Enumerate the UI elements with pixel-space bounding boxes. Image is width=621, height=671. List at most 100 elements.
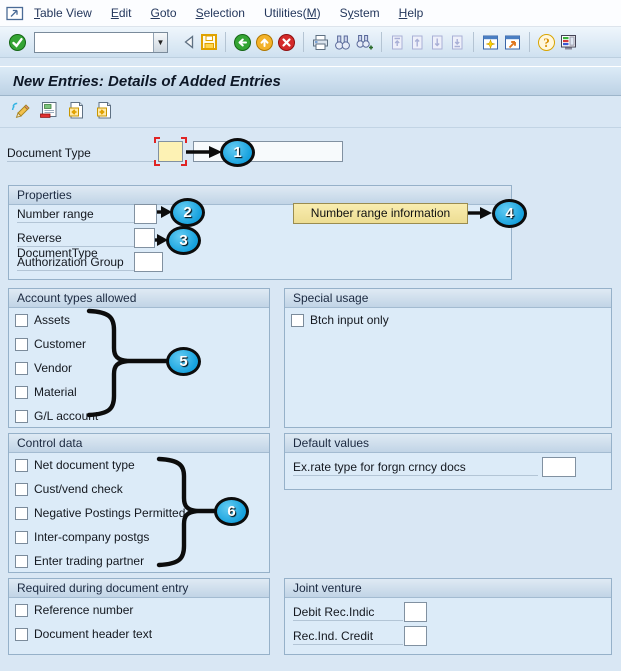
checkbox-row: Assets	[15, 313, 70, 327]
checkbox-label: Vendor	[34, 361, 73, 375]
menu-item-table-view[interactable]: Table View	[34, 6, 92, 20]
negative-postings-checkbox[interactable]	[15, 506, 28, 520]
exrate-type-label: Ex.rate type for forgn crncy docs	[293, 460, 538, 476]
cancel-icon[interactable]	[277, 33, 296, 52]
enter-trading-partner-checkbox[interactable]	[15, 554, 28, 568]
next-entry-icon[interactable]	[94, 100, 115, 124]
checkbox-row: Negative Postings Permitted	[15, 506, 185, 520]
document-type-key-input[interactable]	[158, 141, 183, 162]
special-usage-header: Special usage	[285, 289, 611, 308]
vendor-checkbox[interactable]	[15, 361, 28, 375]
control-menu-icon[interactable]	[6, 6, 24, 21]
help-icon[interactable]: ?	[537, 33, 556, 52]
checkbox-row: Vendor	[15, 361, 72, 375]
checkbox-label: G/L account	[34, 409, 99, 423]
control-data-header: Control data	[9, 434, 269, 453]
document-type-label: Document Type	[7, 146, 155, 162]
required-entry-group-box: Required during document entry Reference…	[8, 578, 270, 655]
last-page-icon	[449, 34, 466, 51]
rec-ind-credit-input[interactable]	[404, 626, 427, 646]
required-entry-header: Required during document entry	[9, 579, 269, 598]
menu-item-system[interactable]: System	[339, 6, 380, 20]
reverse-document-type-input[interactable]	[134, 228, 155, 248]
authorization-group-input[interactable]	[134, 252, 163, 272]
batch-input-only-checkbox[interactable]	[291, 313, 304, 327]
menu-item-goto[interactable]: Goto	[150, 6, 177, 20]
account-types-group-box: Account types allowed Assets Customer Ve…	[8, 288, 270, 428]
document-type-text-input[interactable]	[193, 141, 343, 162]
svg-text:?: ?	[543, 35, 550, 50]
default-values-header: Default values	[285, 434, 611, 453]
menu-item-edit[interactable]: Edit	[110, 6, 132, 20]
material-checkbox[interactable]	[15, 385, 28, 399]
toolbar-separator	[473, 32, 474, 52]
checkbox-row: Reference number	[15, 603, 133, 617]
customize-layout-icon[interactable]	[559, 33, 578, 52]
toolbar-separator	[225, 32, 226, 52]
print-icon[interactable]	[311, 33, 330, 52]
default-values-group-box: Default values Ex.rate type for forgn cr…	[284, 433, 612, 490]
page-title: New Entries: Details of Added Entries	[13, 72, 281, 90]
callout-badge-3: 3	[166, 226, 201, 255]
callout-badge-4: 4	[492, 199, 527, 228]
toolbar-separator	[381, 32, 382, 52]
new-session-icon[interactable]	[481, 33, 500, 52]
inter-company-postgs-checkbox[interactable]	[15, 530, 28, 544]
menu-item-help[interactable]: Help	[398, 6, 424, 20]
application-toolbar	[0, 97, 621, 128]
checkbox-label: Document header text	[34, 627, 153, 641]
cust-vend-check-checkbox[interactable]	[15, 482, 28, 496]
back-nav-icon[interactable]	[181, 34, 197, 50]
next-page-icon	[429, 34, 446, 51]
menu-item-selection[interactable]: Selection	[195, 6, 245, 20]
assets-checkbox[interactable]	[15, 313, 28, 327]
properties-header: Properties	[9, 186, 511, 205]
save-icon[interactable]	[200, 33, 218, 51]
joint-venture-group-box: Joint venture Debit Rec.Indic Rec.Ind. C…	[284, 578, 612, 655]
previous-entry-icon[interactable]	[66, 100, 87, 124]
checkbox-label: Inter-company postgs	[34, 530, 150, 544]
number-range-label: Number range	[17, 207, 134, 223]
checkbox-label: Customer	[34, 337, 87, 351]
create-shortcut-icon[interactable]	[503, 33, 522, 52]
reference-number-checkbox[interactable]	[15, 603, 28, 617]
standard-toolbar: ▼	[0, 27, 621, 58]
enter-icon[interactable]	[8, 33, 27, 52]
debit-rec-indic-input[interactable]	[404, 602, 427, 622]
gl-account-checkbox[interactable]	[15, 409, 28, 423]
toolbar-separator	[529, 32, 530, 52]
document-header-text-checkbox[interactable]	[15, 627, 28, 641]
find-next-icon[interactable]	[355, 33, 374, 52]
back-icon[interactable]	[233, 33, 252, 52]
find-icon[interactable]	[333, 33, 352, 52]
command-dropdown-icon[interactable]: ▼	[153, 32, 167, 52]
checkbox-row: G/L account	[15, 409, 98, 423]
rec-ind-credit-label: Rec.Ind. Credit	[293, 629, 403, 645]
account-types-header: Account types allowed	[9, 289, 269, 308]
first-page-icon	[389, 34, 406, 51]
checkbox-row: Btch input only	[291, 313, 389, 327]
checkbox-label: Enter trading partner	[34, 554, 145, 568]
overview-icon[interactable]	[38, 100, 59, 124]
checkbox-row: Customer	[15, 337, 86, 351]
net-document-type-checkbox[interactable]	[15, 458, 28, 472]
checkbox-row: Enter trading partner	[15, 554, 144, 568]
edit-pencil-icon[interactable]	[10, 100, 31, 124]
customer-checkbox[interactable]	[15, 337, 28, 351]
previous-page-icon	[409, 34, 426, 51]
special-usage-group-box: Special usage Btch input only	[284, 288, 612, 428]
command-field-box: ▼	[34, 31, 168, 53]
command-input[interactable]	[35, 32, 153, 52]
exit-icon[interactable]	[255, 33, 274, 52]
callout-badge-2: 2	[170, 198, 205, 227]
toolbar-separator	[303, 32, 304, 52]
menu-item-utilities[interactable]: Utilities(M)	[263, 6, 321, 20]
exrate-type-input[interactable]	[542, 457, 576, 477]
checkbox-label: Negative Postings Permitted	[34, 506, 186, 520]
joint-venture-header: Joint venture	[285, 579, 611, 598]
properties-group-box: Properties Number range Reverse Document…	[8, 185, 512, 280]
number-range-input[interactable]	[134, 204, 157, 224]
callout-badge-5: 5	[166, 347, 201, 376]
number-range-information-button[interactable]: Number range information	[293, 203, 468, 224]
